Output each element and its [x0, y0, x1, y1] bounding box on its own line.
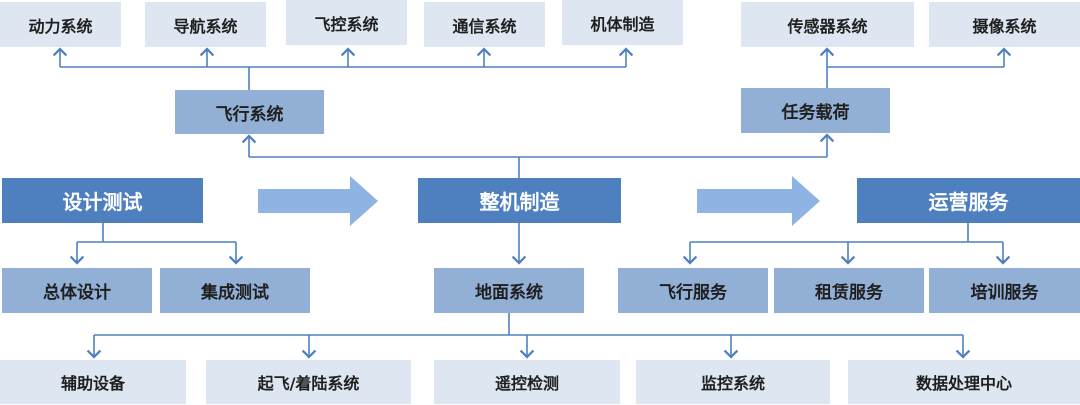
operations-down-link	[690, 223, 1003, 243]
remote-control-detection-box: 遥控检测	[434, 360, 620, 404]
overall-design-box: 总体设计	[2, 268, 152, 313]
mission-payload-link	[826, 66, 1004, 88]
operations-box: 运营服务	[857, 178, 1080, 223]
integration-test-label: 集成测试	[201, 283, 269, 303]
monitoring-system-label: 监控系统	[700, 374, 765, 393]
design-down-link	[77, 223, 236, 243]
operations-label: 运营服务	[928, 190, 1009, 214]
monitoring-system-box: 监控系统	[636, 360, 830, 404]
auxiliary-equipment-box: 辅助设备	[0, 360, 186, 404]
data-processing-center-label: 数据处理中心	[915, 374, 1012, 393]
flow-arrow-manufacturing-to-operations	[697, 176, 820, 226]
sensor-system-label: 传感器系统	[787, 16, 868, 36]
airframe-manufacturing-box: 机体制造	[562, 0, 683, 45]
communication-system-box: 通信系统	[424, 2, 545, 47]
navigation-system-label: 导航系统	[173, 16, 238, 36]
flight-service-box: 飞行服务	[618, 268, 768, 313]
design-test-label: 设计测试	[62, 190, 143, 214]
camera-system-label: 摄像系统	[972, 16, 1037, 36]
flight-system-label: 飞行系统	[215, 104, 284, 125]
manufacturing-label: 整机制造	[479, 190, 560, 214]
ground-system-box: 地面系统	[434, 268, 584, 313]
airframe-manufacturing-label: 机体制造	[590, 14, 655, 34]
navigation-system-box: 导航系统	[145, 2, 266, 47]
sensor-system-box: 传感器系统	[741, 2, 914, 47]
training-service-box: 培训服务	[929, 268, 1080, 313]
rental-service-box: 租赁服务	[774, 268, 924, 313]
power-system-label: 动力系统	[28, 16, 93, 36]
flight-control-system-label: 飞控系统	[314, 14, 379, 34]
flow-arrow-design-to-manufacturing	[258, 176, 378, 226]
rental-service-label: 租赁服务	[815, 283, 883, 303]
flight-control-system-box: 飞控系统	[286, 0, 407, 45]
mission-payload-label: 任务载荷	[781, 103, 850, 123]
training-service-label: 培训服务	[970, 283, 1039, 303]
manufacturing-up-link	[249, 156, 827, 178]
takeoff-landing-system-label: 起飞/着陆系统	[257, 374, 360, 393]
manufacturing-box: 整机制造	[418, 178, 621, 223]
integration-test-box: 集成测试	[160, 268, 310, 313]
auxiliary-equipment-label: 辅助设备	[60, 374, 125, 393]
flight-system-box: 飞行系统	[175, 90, 324, 134]
flight-service-label: 飞行服务	[659, 283, 727, 303]
power-system-box: 动力系统	[0, 2, 121, 47]
ground-system-label: 地面系统	[475, 283, 543, 303]
flight-system-link	[60, 66, 626, 90]
camera-system-box: 摄像系统	[929, 2, 1080, 47]
communication-system-label: 通信系统	[452, 16, 517, 36]
ground-down-link	[94, 313, 963, 336]
design-test-box: 设计测试	[2, 178, 203, 223]
mission-payload-box: 任务载荷	[741, 88, 890, 133]
takeoff-landing-system-box: 起飞/着陆系统	[206, 360, 411, 404]
overall-design-label: 总体设计	[43, 283, 111, 303]
remote-control-detection-label: 遥控检测	[494, 374, 559, 393]
data-processing-center-box: 数据处理中心	[848, 360, 1080, 404]
